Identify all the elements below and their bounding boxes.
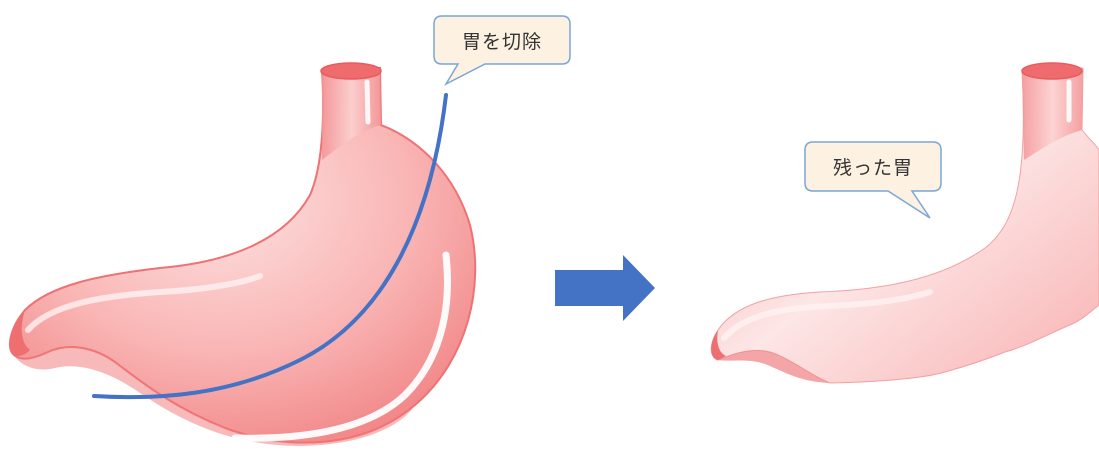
- remaining-stomach: [711, 63, 1099, 383]
- whole-stomach-esophagus-opening: [321, 63, 381, 79]
- callout-remain-label: 残った胃: [805, 142, 941, 191]
- whole-stomach: [10, 63, 475, 446]
- whole-stomach-body: [10, 68, 475, 443]
- remaining-stomach-esophagus-opening: [1022, 63, 1082, 79]
- callout-cut-label: 胃を切除: [434, 16, 570, 64]
- whole-stomach-esophagus-highlight: [367, 82, 368, 122]
- right-arrow-icon: [555, 255, 655, 321]
